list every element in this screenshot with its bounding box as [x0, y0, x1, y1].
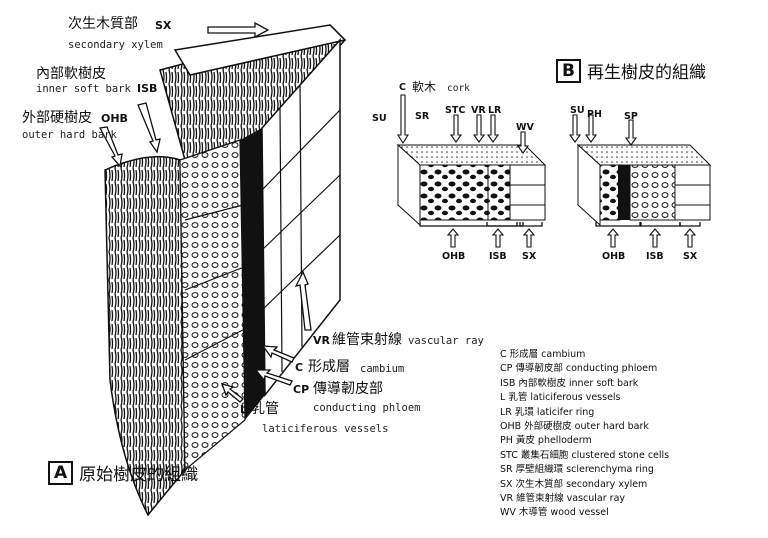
legend-item: C 形成層 cambium	[500, 349, 586, 360]
label-cp-en: conducting phloem	[313, 402, 421, 414]
b-right-ph: PH	[587, 109, 602, 120]
b-left-stc: STC	[445, 105, 466, 116]
b-left-sr: SR	[415, 111, 430, 122]
label-sx-zh: 次生木質部	[68, 16, 138, 32]
legend-item: ISB 內部軟樹皮 inner soft bark	[500, 377, 639, 389]
b-left-lr: LR	[488, 105, 502, 116]
label-vr-en: vascular ray	[408, 335, 484, 347]
label-cp-abbr: CP	[293, 383, 310, 396]
label-sx-abbr: SX	[155, 19, 172, 32]
label-l-zh: 乳管	[251, 401, 279, 417]
b-left-vr: VR	[471, 105, 486, 116]
b-left-wv: WV	[516, 122, 534, 133]
b-right-su: SU	[570, 105, 585, 116]
panel-a-title: A 原始樹皮的組織	[48, 460, 198, 485]
label-sx-en: secondary xylem	[68, 39, 163, 51]
legend-item: CP 傳導韌皮部 conducting phloem	[500, 363, 658, 375]
label-l-abbr: L	[240, 403, 248, 416]
panel-a-letter: A	[48, 460, 74, 485]
label-isb-zh: 內部軟樹皮	[36, 66, 106, 82]
panel-a-title-text: 原始樹皮的組織	[79, 465, 199, 485]
legend-item: SR 厚壁組織環 sclerenchyma ring	[500, 464, 654, 476]
legend-item: SX 次生木質部 secondary xylem	[500, 478, 648, 490]
legend-item: WV 木導管 wood vessel	[500, 507, 609, 519]
cork-zh: 軟木	[412, 80, 437, 94]
label-l-en: laticiferous vessels	[262, 423, 389, 435]
cork-en: cork	[447, 83, 470, 94]
legend-item: VR 維管束射線 vascular ray	[500, 493, 626, 505]
label-c-zh: 形成層	[308, 359, 350, 375]
label-cp-zh: 傳導韌皮部	[313, 381, 383, 397]
label-isb-en: inner soft bark	[36, 83, 131, 95]
label-isb-abbr: ISB	[137, 82, 158, 95]
b-right-sx: SX	[683, 251, 698, 262]
legend-item: L 乳管 laticiferous vessels	[500, 392, 621, 404]
legend-item: PH 黃皮 phelloderm	[500, 435, 592, 447]
b-left-ohb: OHB	[442, 251, 466, 262]
label-vr-zh: 維管束射線	[332, 332, 402, 348]
label-c-en: cambium	[360, 363, 405, 375]
b-right-ohb: OHB	[602, 251, 626, 262]
label-c-abbr: C	[295, 361, 304, 374]
b-right-isb: ISB	[646, 251, 664, 262]
label-ohb-en: outer hard bark	[22, 129, 117, 141]
b-right-sp: SP	[624, 111, 638, 122]
abbreviation-legend: C 形成層 cambium CP 傳導韌皮部 conducting phloem…	[500, 348, 669, 521]
panel-b-title: B 再生樹皮的組織	[556, 58, 706, 83]
panel-b-title-text: 再生樹皮的組織	[586, 63, 706, 83]
b-left-su: SU	[372, 113, 387, 124]
label-ohb-abbr: OHB	[101, 112, 128, 125]
b-left-isb: ISB	[489, 251, 507, 262]
panel-b-letter: B	[556, 58, 581, 83]
b-left-sx: SX	[522, 251, 537, 262]
cork-abbr: C	[399, 82, 406, 93]
legend-item: OHB 外部硬樹皮 outer hard bark	[500, 421, 649, 433]
label-vr-abbr: VR	[313, 334, 330, 347]
legend-item: STC 叢集石細胞 clustered stone cells	[500, 449, 670, 461]
legend-item: LR 乳環 laticifer ring	[500, 406, 595, 418]
label-ohb-zh: 外部硬樹皮	[22, 110, 92, 126]
